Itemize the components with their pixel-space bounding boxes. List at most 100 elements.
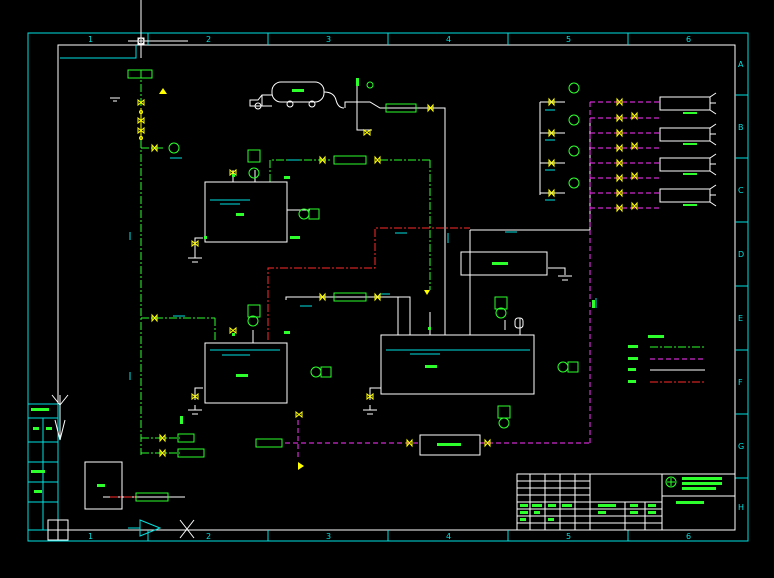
site-boundary-line — [60, 45, 137, 59]
col-label: 2 — [206, 532, 211, 541]
revision-strip-marks — [31, 408, 52, 493]
drain-icon — [363, 405, 377, 415]
unit-box — [460, 251, 548, 276]
valve-icon — [548, 158, 555, 168]
water-lines — [140, 70, 431, 455]
gauge-icon — [168, 142, 180, 154]
nozzle-tags — [683, 112, 697, 206]
flow-direction-marks — [129, 109, 597, 456]
valve-icon — [631, 141, 638, 151]
valve-icon — [631, 171, 638, 181]
col-label: 6 — [686, 532, 691, 541]
row-label: A — [738, 60, 744, 69]
valve-icon — [191, 392, 199, 401]
corner-box — [47, 519, 69, 541]
legend-entry — [628, 380, 705, 383]
valve-icon — [374, 292, 381, 302]
valve-icon — [151, 313, 158, 323]
valve-icon — [548, 97, 555, 107]
drain-icon — [558, 275, 572, 281]
inner-border — [57, 44, 736, 531]
treatment-box — [419, 434, 481, 456]
cross-mark-icon — [179, 519, 195, 539]
col-label: 1 — [88, 532, 93, 541]
outer-border — [27, 32, 749, 542]
row-label: G — [738, 442, 744, 451]
row-label: B — [738, 123, 744, 132]
spray-nozzle-icon — [659, 123, 717, 146]
air-lines — [285, 101, 660, 460]
truck-icon — [249, 81, 345, 110]
valve-icon — [631, 201, 638, 211]
title-block-marks — [520, 477, 722, 521]
row-label: C — [738, 186, 744, 195]
vent-marks — [159, 88, 430, 470]
pump-icon — [298, 208, 320, 220]
column-labels-top: 1 2 3 4 5 6 — [88, 35, 691, 44]
sample-port-icon — [514, 317, 524, 329]
valve-icon — [363, 128, 371, 137]
valve-icon — [229, 168, 237, 177]
row-label: H — [738, 503, 744, 512]
pump-icon — [494, 296, 508, 310]
valve-icon — [548, 128, 555, 138]
spray-nozzle-icon — [659, 92, 717, 115]
instrument-tags — [127, 69, 417, 502]
lightning-rod-icon — [51, 394, 69, 441]
drain-icon — [188, 405, 202, 415]
revision-strip — [27, 403, 59, 531]
spray-nozzle-icon — [659, 184, 717, 207]
valve-icon — [159, 448, 166, 458]
gauge-icon — [498, 417, 510, 429]
gauge-icon — [568, 82, 580, 94]
spray-nozzles — [659, 92, 717, 207]
valve-icon — [484, 438, 491, 448]
drain-icon — [110, 97, 120, 102]
column-dividers — [147, 33, 748, 541]
drains — [110, 97, 572, 415]
gauge-icon — [568, 177, 580, 189]
valve-icon — [427, 103, 434, 113]
filter-chain — [139, 108, 143, 140]
gauge-icon — [247, 315, 259, 327]
gauge-icon — [248, 167, 260, 179]
pump-icon — [247, 149, 261, 163]
valve-icon — [406, 438, 413, 448]
company-logo-icon — [665, 476, 677, 488]
valve-icon — [374, 155, 381, 165]
drain-icon — [188, 255, 202, 263]
valve-icon — [295, 410, 303, 419]
col-label: 3 — [326, 35, 331, 44]
tank-1 — [204, 181, 288, 243]
col-label: 5 — [566, 532, 571, 541]
column-labels-bottom: 1 2 3 4 5 6 — [88, 532, 691, 541]
pump-icon — [247, 304, 261, 318]
legend-entry — [628, 345, 705, 348]
valve-icon — [631, 111, 638, 121]
return-lines — [110, 227, 470, 498]
row-label: E — [738, 314, 743, 323]
col-label: 2 — [206, 35, 211, 44]
tank-3 — [380, 334, 535, 395]
valve-icon — [191, 239, 199, 248]
valve-icon — [616, 188, 623, 198]
valve-icon — [616, 158, 623, 168]
gauge-icon — [568, 145, 580, 157]
tank-2 — [204, 342, 288, 404]
legend-entry — [628, 357, 705, 360]
valve-icon — [616, 113, 623, 123]
col-label: 4 — [446, 532, 451, 541]
valve-icon — [366, 392, 374, 401]
gauges — [168, 81, 580, 429]
pumps — [247, 149, 579, 419]
col-label: 4 — [446, 35, 451, 44]
col-label: 5 — [566, 35, 571, 44]
process-lines — [103, 84, 591, 498]
valve-icon — [319, 292, 326, 302]
pump-icon — [497, 405, 511, 419]
valve-icon — [548, 188, 555, 198]
outside-box — [84, 461, 123, 510]
legend — [628, 335, 705, 383]
row-label: D — [738, 250, 744, 259]
